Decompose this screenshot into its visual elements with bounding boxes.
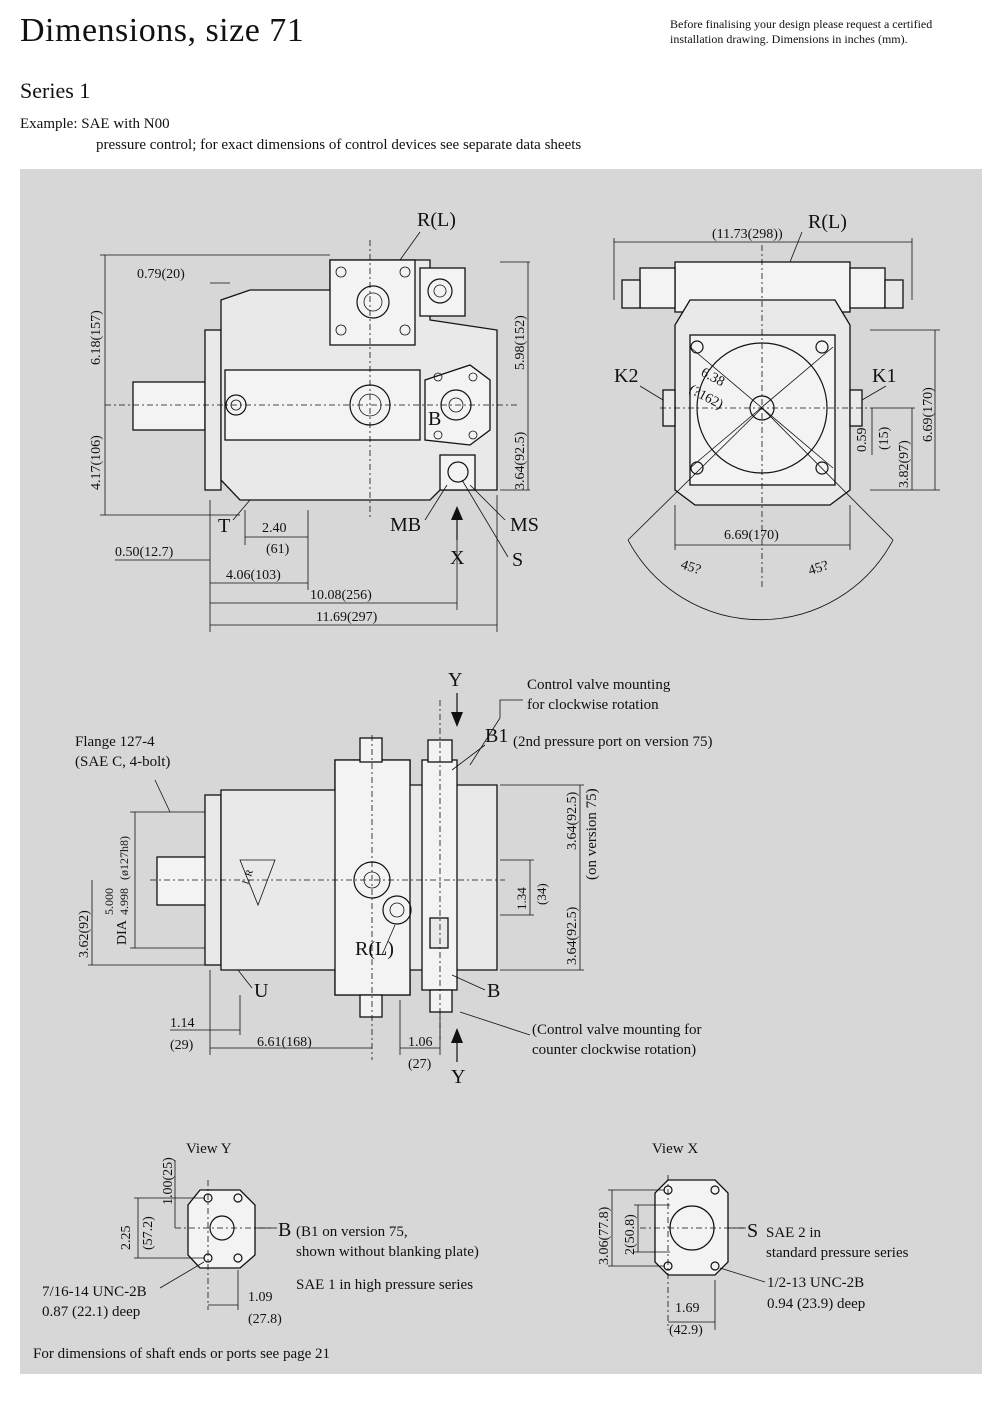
cv-cw-line-2: for clockwise rotation <box>527 697 659 713</box>
port-b1-label: B1 <box>485 725 508 747</box>
view-y-top-arrow: Y <box>448 669 462 691</box>
dim-0-50: 0.50(12.7) <box>115 545 174 560</box>
dim-3-64-lower: 3.64(92.5) <box>565 906 580 965</box>
cv-ccw-line-2: counter clockwise rotation) <box>532 1042 696 1058</box>
view-y-thread-1: 7/16-14 UNC-2B <box>42 1284 147 1300</box>
dia-5000: 5.000 <box>102 888 116 915</box>
view-x-title: View X <box>652 1141 698 1157</box>
dia-mm: (ø127h8) <box>117 836 131 880</box>
port-ms-label: MS <box>510 514 539 536</box>
port-u-label: U <box>254 980 269 1002</box>
dim-2-25: 2.25 <box>119 1226 134 1251</box>
dim-0-59: 0.59 <box>855 428 870 453</box>
top-rl-label: R(L) <box>355 938 394 960</box>
note-line-1: Before finalising your design please req… <box>670 17 933 31</box>
view-y-sae-note: SAE 1 in high pressure series <box>296 1277 473 1293</box>
view-y-b-label: B <box>278 1219 291 1241</box>
dim-6-61: 6.61(168) <box>257 1035 312 1050</box>
view-y-note-2: shown without blanking plate) <box>296 1244 479 1260</box>
cv-cw-line-1: Control valve mounting <box>527 677 671 693</box>
dim-3-62: 3.62(92) <box>77 910 92 958</box>
dia-label: DIA <box>115 919 130 945</box>
top-view: L R Y Control <box>75 669 713 1088</box>
dim-1-34: 1.34 <box>514 887 529 910</box>
side-s-label: S <box>512 549 523 571</box>
dim-3-82: 3.82(97) <box>897 440 912 488</box>
on-version-75: (on version 75) <box>584 788 600 880</box>
view-x-thread-2: 0.94 (23.9) deep <box>767 1296 865 1312</box>
dim-10-08: 10.08(256) <box>310 588 372 603</box>
dim-3-64-upper: 3.64(92.5) <box>565 791 580 850</box>
dim-2: 2(50.8) <box>623 1214 638 1255</box>
dim-3-06: 3.06(77.8) <box>597 1206 612 1265</box>
side-rl-label: R(L) <box>417 209 456 231</box>
dim-1-14: 1.14 <box>170 1016 195 1031</box>
front-view: (11.73(298)) R(L) K2 K1 6.38 (?162) 0.59… <box>613 211 940 621</box>
series-heading: Series 1 <box>20 78 91 103</box>
example-line-1: Example: SAE with N00 <box>20 116 170 132</box>
dim-15: (15) <box>877 426 892 450</box>
view-x-detail: View X 3.06(77.8) 2(50.8) S SAE 2 in sta… <box>597 1141 909 1338</box>
side-view: R(L) 0.79(20) 6.18(157) 4.17(106) 5.98(1… <box>89 209 539 632</box>
example-line-2: pressure control; for exact dimensions o… <box>96 137 582 153</box>
dim-0-79: 0.79(20) <box>137 267 185 282</box>
view-y-thread-2: 0.87 (22.1) deep <box>42 1304 140 1320</box>
dim-42-9: (42.9) <box>669 1323 703 1338</box>
angle-right: 45? <box>807 558 831 579</box>
dim-27: (27) <box>408 1057 432 1072</box>
dim-29: (29) <box>170 1038 194 1053</box>
dim-6-18: 6.18(157) <box>89 310 104 365</box>
dim-1-69: 1.69 <box>675 1301 700 1316</box>
rotation-mark: L R <box>240 868 256 886</box>
dim-11-73: (11.73(298)) <box>712 227 783 242</box>
view-x-thread-1: 1/2-13 UNC-2B <box>767 1275 864 1291</box>
dim-1-06: 1.06 <box>408 1035 433 1050</box>
dim-34: (34) <box>534 883 549 905</box>
footer-note: For dimensions of shaft ends or ports se… <box>33 1346 331 1362</box>
dim-61: (61) <box>266 542 290 557</box>
dim-57-2: (57.2) <box>141 1216 156 1250</box>
view-y-note-1: (B1 on version 75, <box>296 1224 408 1240</box>
dia-4998: 4.998 <box>117 888 131 915</box>
port-t-label: T <box>218 515 230 537</box>
port-mb-label: MB <box>390 514 421 536</box>
dim-2-40: 2.40 <box>262 521 287 536</box>
dim-11-69: 11.69(297) <box>316 610 378 625</box>
cv-ccw-line-1: (Control valve mounting for <box>532 1022 702 1038</box>
flange-line-2: (SAE C, 4-bolt) <box>75 754 170 770</box>
front-rl-label: R(L) <box>808 211 847 233</box>
dim-5-98: 5.98(152) <box>513 315 528 370</box>
view-x-note-1: SAE 2 in <box>766 1225 822 1241</box>
view-x-s-label: S <box>747 1220 758 1242</box>
dim-6-69-horizontal: 6.69(170) <box>724 528 779 543</box>
view-y-detail: View Y 1.00(25) 2.25 (57.2) B (B1 on ver… <box>42 1141 479 1327</box>
flange-line-1: Flange 127-4 <box>75 734 155 750</box>
dim-1-00: 1.00(25) <box>161 1157 176 1205</box>
view-y-title: View Y <box>186 1141 232 1157</box>
dim-6-69-vertical: 6.69(170) <box>921 387 936 442</box>
dim-27-8: (27.8) <box>248 1312 282 1327</box>
side-b-label: B <box>428 408 441 430</box>
dim-3-64: 3.64(92.5) <box>513 431 528 490</box>
view-x-arrow-label: X <box>450 547 465 569</box>
dim-4-06: 4.06(103) <box>226 568 281 583</box>
angle-left: 45? <box>679 558 703 579</box>
view-x-note-2: standard pressure series <box>766 1245 909 1261</box>
dim-4-17: 4.17(106) <box>89 435 104 490</box>
port-k2-label: K2 <box>614 365 638 387</box>
installation-note: Before finalising your design please req… <box>670 17 990 47</box>
example-text: Example: SAE with N00 pressure control; … <box>20 114 581 156</box>
view-y-bottom-arrow: Y <box>451 1066 465 1088</box>
page-title: Dimensions, size 71 <box>20 12 305 49</box>
dim-1-09: 1.09 <box>248 1290 273 1305</box>
port-k1-label: K1 <box>872 365 896 387</box>
top-b-label: B <box>487 980 500 1002</box>
note-line-2: installation drawing. Dimensions in inch… <box>670 32 908 46</box>
b1-note: (2nd pressure port on version 75) <box>513 734 713 750</box>
